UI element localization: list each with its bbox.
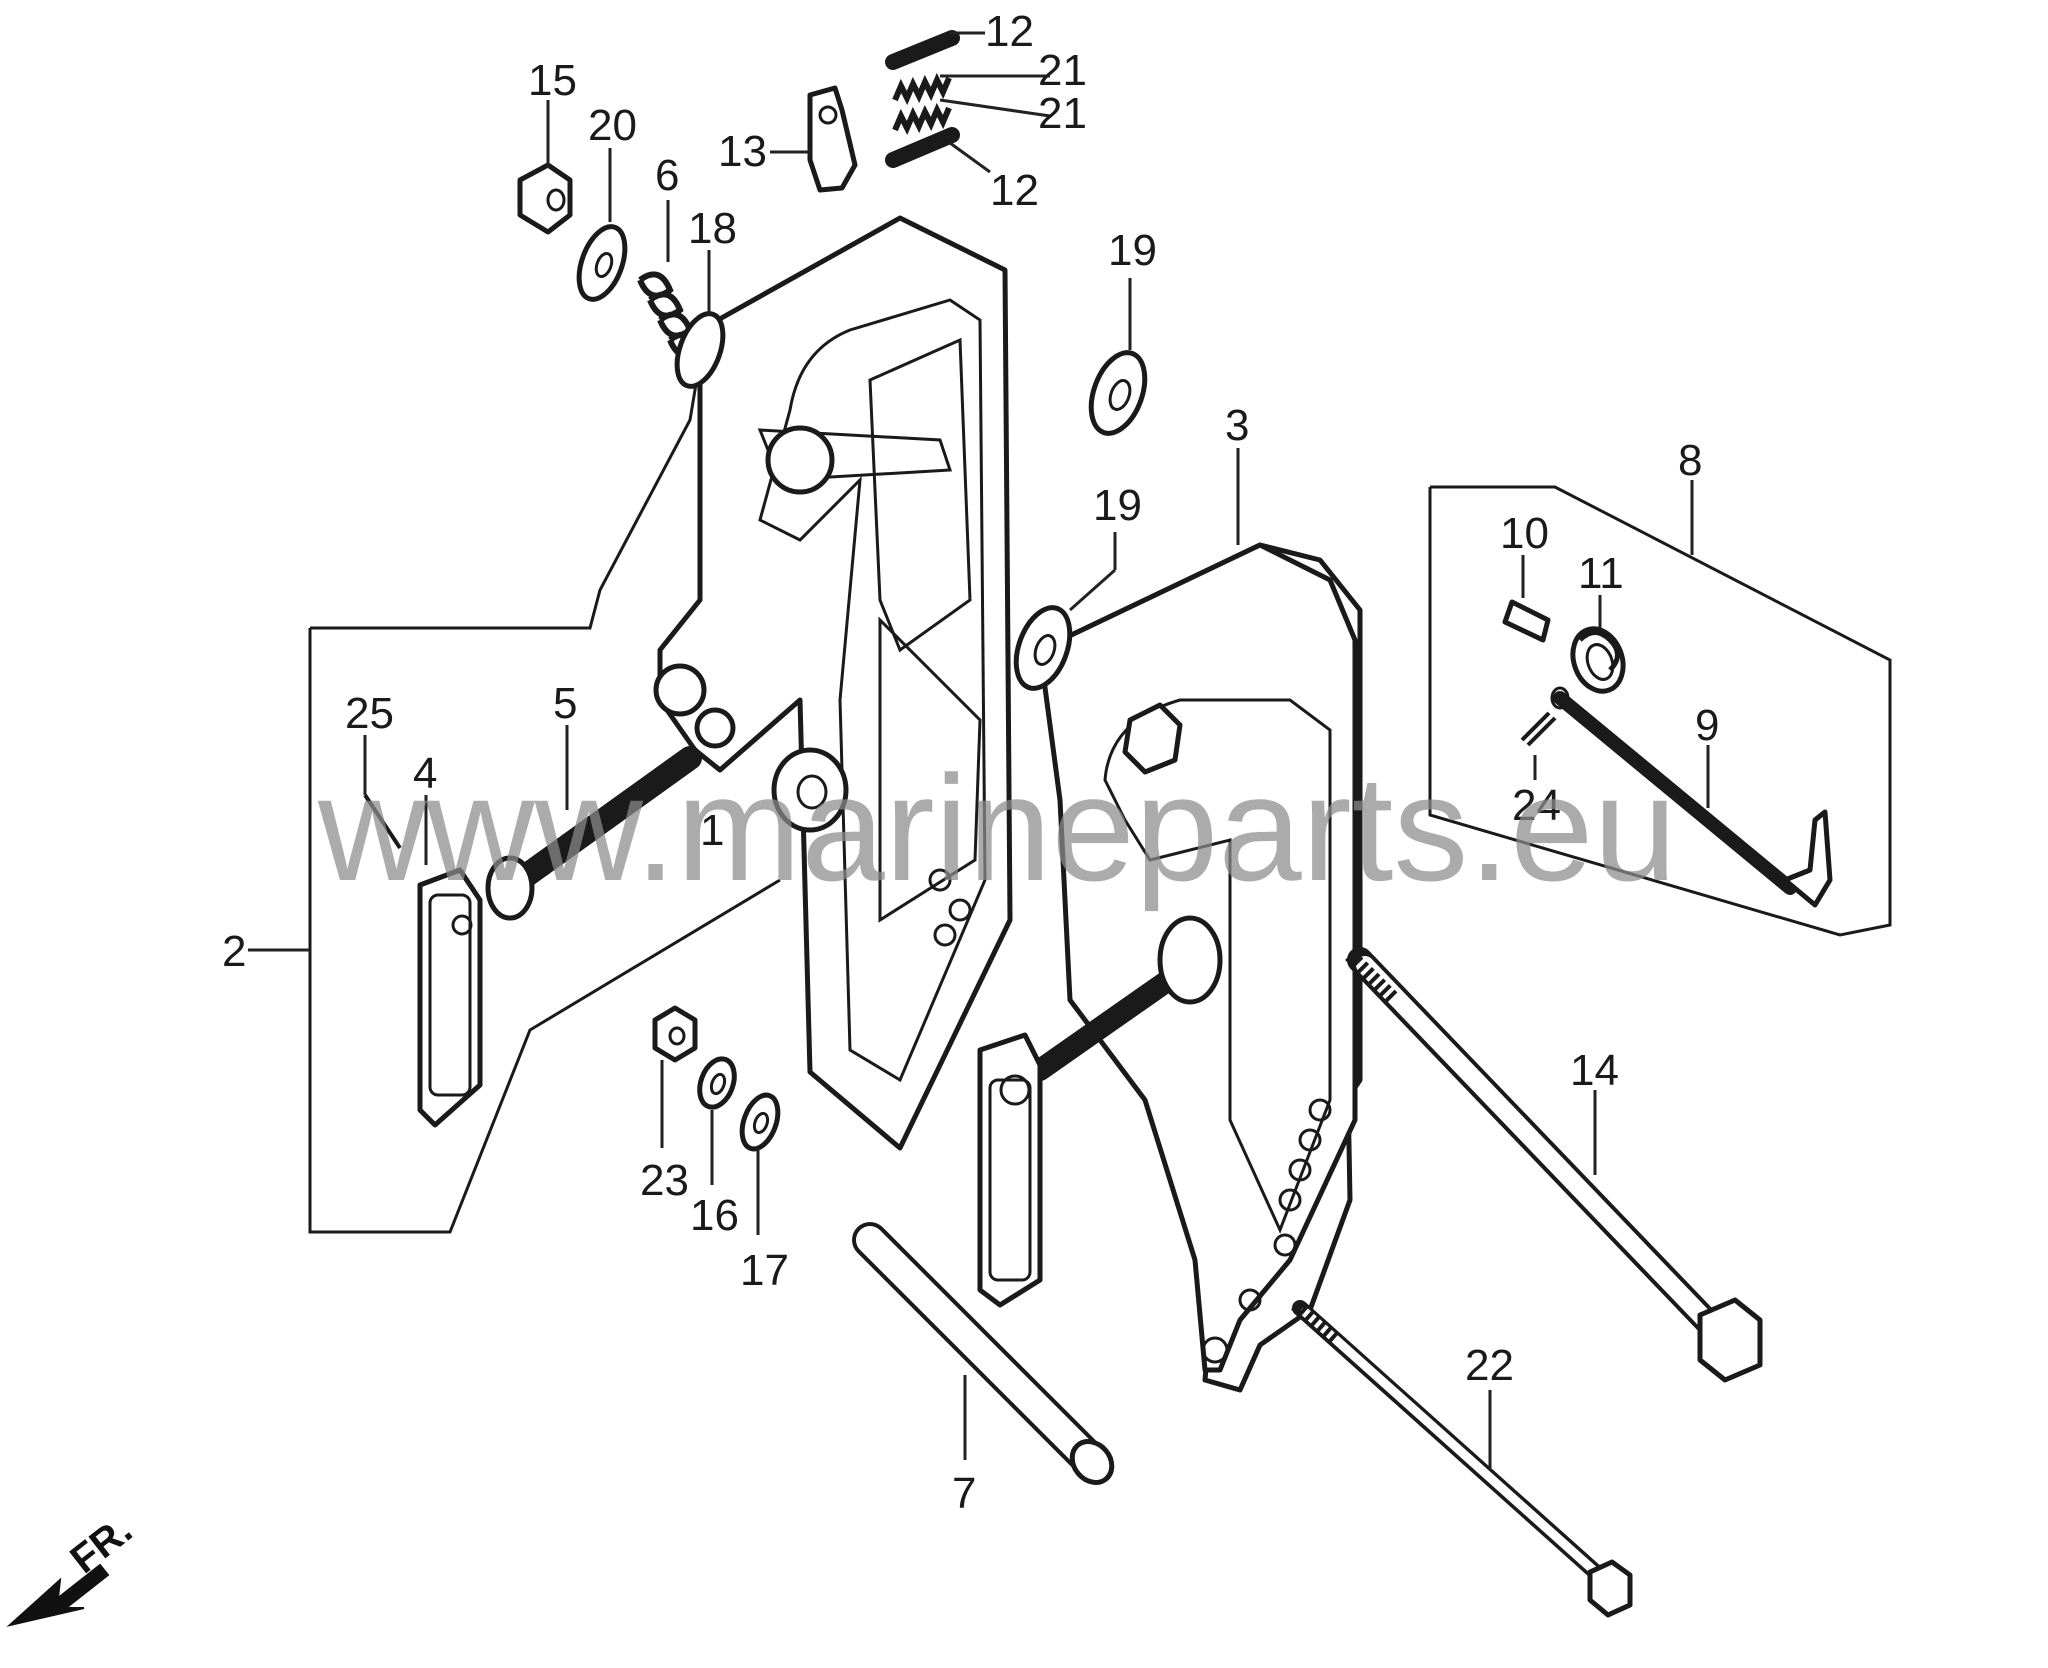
- callout-2: 2: [222, 927, 246, 976]
- callout-24: 24: [1512, 781, 1561, 830]
- callout-15: 15: [528, 56, 577, 105]
- callout-21-bottom: 21: [1038, 89, 1087, 138]
- callout-6: 6: [655, 151, 679, 200]
- assembly-8-outline: [1428, 485, 1892, 937]
- washer-part-17: [739, 1092, 781, 1152]
- clamp-screw-part-5: [485, 746, 702, 921]
- assembly-2-outline-left: [308, 628, 781, 1234]
- stern-bracket-left: [653, 215, 1013, 1151]
- spacer-part-1: [771, 747, 849, 833]
- callout-23: 23: [640, 1156, 689, 1205]
- bolt-part-14: [1345, 947, 1763, 1383]
- callout-20: 20: [588, 101, 637, 150]
- callout-21-top: 21: [1038, 46, 1087, 95]
- callout-19-lower: 19: [1093, 481, 1142, 530]
- callout-5: 5: [553, 679, 577, 728]
- clip-part-13: [807, 85, 858, 193]
- spring-part-21-bottom: [892, 102, 952, 136]
- pin-part-12-bottom: [885, 127, 960, 168]
- pin-part-10: [1502, 599, 1551, 643]
- assembly-2-outline: [310, 359, 702, 630]
- washer-part-19-lower: [1013, 605, 1073, 691]
- washer-part-18: [674, 311, 726, 389]
- nut-part-23: [652, 1005, 698, 1063]
- clamp-screw-right: [1029, 915, 1223, 1081]
- front-arrow-icon: [6, 1563, 110, 1627]
- tube-part-7: [852, 1222, 1115, 1485]
- bolt-part-22: [1291, 1300, 1633, 1618]
- callout-11: 11: [1578, 549, 1624, 598]
- callout-12-bottom: 12: [990, 166, 1039, 215]
- nut-part-15: [517, 162, 573, 235]
- front-label: FR.: [62, 1508, 140, 1582]
- callout-16: 16: [690, 1191, 739, 1240]
- washer-part-16: [697, 1056, 737, 1110]
- watermark: www.marineparts.eu: [317, 744, 1677, 912]
- pin-part-25: [363, 793, 402, 850]
- callout-25: 25: [345, 689, 394, 738]
- callout-1: 1: [700, 806, 724, 855]
- spring-part-6: [637, 271, 704, 359]
- callout-7: 7: [952, 1469, 976, 1518]
- callout-8: 8: [1678, 436, 1702, 485]
- callout-4: 4: [413, 749, 437, 798]
- callout-18: 18: [688, 204, 737, 253]
- callout-22: 22: [1465, 1341, 1514, 1390]
- washer-part-20: [576, 224, 628, 302]
- callout-17: 17: [740, 1246, 789, 1295]
- front-direction-indicator: FR.: [6, 1508, 140, 1627]
- cotter-pin-part-24: [1520, 711, 1557, 747]
- callout-19-upper: 19: [1108, 226, 1157, 275]
- clamp-pad-part-4: [417, 867, 483, 1128]
- rod-part-9: [1550, 686, 1833, 908]
- callout-14: 14: [1570, 1046, 1619, 1095]
- callout-10: 10: [1500, 509, 1549, 558]
- callout-9: 9: [1695, 701, 1719, 750]
- clamp-pad-right: [977, 1032, 1043, 1308]
- callout-12-top: 12: [985, 7, 1034, 56]
- spring-part-11: [1570, 626, 1626, 694]
- washer-part-19-upper: [1088, 350, 1148, 436]
- callout-3: 3: [1225, 401, 1249, 450]
- pin-part-12-top: [885, 30, 960, 70]
- leader-lines: [248, 31, 1710, 1470]
- spring-part-21-top: [892, 72, 952, 106]
- callout-13: 13: [718, 127, 767, 176]
